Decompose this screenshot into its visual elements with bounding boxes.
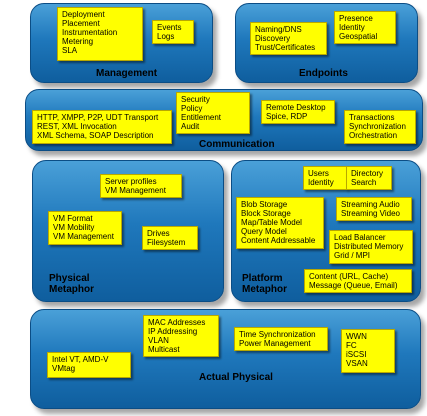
note-line: Block Storage — [241, 209, 291, 218]
note-users: Users Identity — [303, 166, 347, 190]
communication-title: Communication — [199, 139, 275, 150]
note-line: HTTP, XMPP, P2P, UDT Transport — [37, 113, 159, 122]
note-line: Orchestration — [349, 131, 398, 140]
note-line: MAC Addresses — [148, 318, 206, 327]
physical-metaphor-title-line2: Metaphor — [49, 284, 94, 295]
note-line: Distributed Memory — [334, 242, 404, 251]
note-streaming: Streaming Audio Streaming Video — [336, 197, 412, 221]
physical-metaphor-title: Physical Metaphor — [49, 273, 94, 295]
note-line: Trust/Certificates — [255, 43, 316, 52]
note-time-sync: Time Synchronization Power Management — [234, 327, 328, 351]
note-line: Filesystem — [147, 238, 186, 247]
note-line: VM Management — [53, 232, 114, 241]
note-load-balancer: Load Balancer Distributed Memory Grid / … — [329, 230, 413, 264]
note-line: Directory — [351, 169, 384, 178]
note-line: VSAN — [346, 359, 368, 368]
management-title: Management — [96, 68, 157, 79]
note-line: Placement — [62, 19, 100, 28]
note-line: Map/Table Model — [241, 218, 302, 227]
note-line: Security — [181, 95, 210, 104]
note-line: Policy — [181, 104, 203, 113]
note-line: Users — [308, 169, 329, 178]
note-line: Power Management — [239, 339, 311, 348]
note-line: Message (Queue, Email) — [309, 281, 398, 290]
note-line: Naming/DNS — [255, 25, 302, 34]
endpoints-title: Endpoints — [299, 68, 348, 79]
platform-metaphor-title-line2: Metaphor — [242, 284, 287, 295]
note-events: Events Logs — [152, 20, 194, 44]
note-line: VMtag — [52, 364, 76, 373]
note-line: Content Addressable — [241, 236, 316, 245]
note-vm-format: VM Format VM Mobility VM Management — [48, 211, 122, 245]
actual-physical-title: Actual Physical — [199, 372, 273, 383]
endpoints-title-text: Endpoints — [299, 68, 348, 79]
note-line: Drives — [147, 229, 170, 238]
note-line: Blob Storage — [241, 200, 288, 209]
note-directory: Directory Search — [346, 166, 392, 190]
note-protocols: HTTP, XMPP, P2P, UDT Transport REST, XML… — [32, 110, 172, 144]
note-line: Entitlement — [181, 113, 222, 122]
note-mac-addresses: MAC Addresses IP Addressing VLAN Multica… — [143, 315, 219, 357]
note-blob-storage: Blob Storage Block Storage Map/Table Mod… — [236, 197, 324, 249]
note-line: Streaming Audio — [341, 200, 400, 209]
note-line: Audit — [181, 122, 200, 131]
note-line: Time Synchronization — [239, 330, 316, 339]
note-line: Metering — [62, 37, 94, 46]
note-line: Search — [351, 178, 377, 187]
platform-metaphor-title-line1: Platform — [242, 273, 283, 284]
note-naming: Naming/DNS Discovery Trust/Certificates — [250, 22, 327, 55]
note-line: Synchronization — [349, 122, 406, 131]
platform-metaphor-title: Platform Metaphor — [242, 273, 287, 295]
note-line: Spice, RDP — [266, 112, 308, 121]
note-line: REST, XML Invocation — [37, 122, 117, 131]
note-line: Instrumentation — [62, 28, 118, 37]
note-drives: Drives Filesystem — [142, 226, 198, 250]
note-line: Logs — [157, 32, 175, 41]
note-line: Query Model — [241, 227, 287, 236]
note-line: FC — [346, 341, 357, 350]
communication-title-text: Communication — [199, 139, 275, 150]
note-line: Remote Desktop — [266, 103, 326, 112]
note-line: Transactions — [349, 113, 395, 122]
note-line: Presence — [339, 14, 373, 23]
note-line: Multicast — [148, 345, 180, 354]
note-line: Identity — [339, 23, 365, 32]
note-line: Content (URL, Cache) — [309, 272, 389, 281]
note-line: Discovery — [255, 34, 291, 43]
note-line: VLAN — [148, 336, 169, 345]
note-line: VM Format — [53, 214, 93, 223]
note-security: Security Policy Entitlement Audit — [176, 92, 250, 134]
note-presence: Presence Identity Geospatial — [334, 11, 396, 44]
note-line: VM Management — [105, 186, 166, 195]
note-line: SLA — [62, 46, 78, 55]
note-deployment: Deployment Placement Instrumentation Met… — [57, 7, 143, 61]
note-line: Events — [157, 23, 182, 32]
note-line: Geospatial — [339, 32, 378, 41]
note-line: Grid / MPI — [334, 251, 371, 260]
note-line: Load Balancer — [334, 233, 386, 242]
note-line: iSCSI — [346, 350, 367, 359]
note-server-profiles: Server profiles VM Management — [100, 174, 182, 198]
note-remote-desktop: Remote Desktop Spice, RDP — [261, 100, 335, 124]
note-content: Content (URL, Cache) Message (Queue, Ema… — [304, 269, 412, 293]
note-line: IP Addressing — [148, 327, 198, 336]
note-transactions: Transactions Synchronization Orchestrati… — [344, 110, 416, 144]
actual-physical-title-text: Actual Physical — [199, 372, 273, 383]
management-title-text: Management — [96, 68, 158, 79]
note-line: Identity — [308, 178, 334, 187]
note-line: VM Mobility — [53, 223, 95, 232]
note-line: Streaming Video — [341, 209, 400, 218]
physical-metaphor-title-line1: Physical — [49, 273, 90, 284]
note-line: Intel VT, AMD-V — [52, 355, 109, 364]
note-line: XML Schema, SOAP Description — [37, 131, 154, 140]
note-line: Server profiles — [105, 177, 157, 186]
note-line: WWN — [346, 332, 367, 341]
note-wwn: WWN FC iSCSI VSAN — [341, 329, 395, 373]
note-line: Deployment — [62, 10, 105, 19]
note-intel-vt: Intel VT, AMD-V VMtag — [47, 352, 131, 378]
